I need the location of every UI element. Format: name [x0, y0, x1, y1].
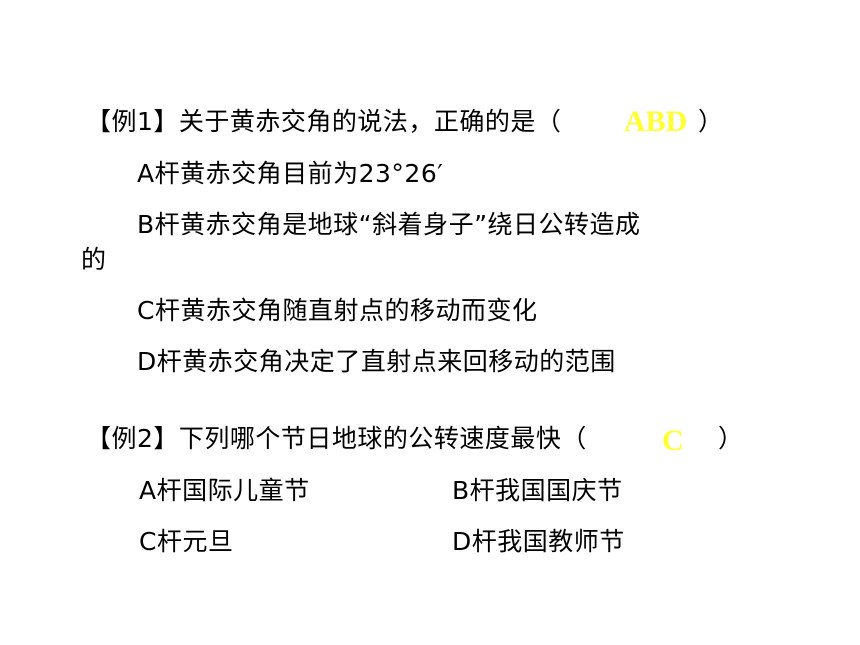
question-2-close-paren: ） [718, 424, 744, 453]
question-2-option-a: A杆国际儿童节 [139, 476, 310, 505]
question-2-option-d: D杆我国教师节 [452, 527, 625, 556]
question-1-option-b: B杆黄赤交角是地球“斜着身子”绕日公转造成 [137, 210, 641, 239]
question-1-stem: 【例1】关于黄赤交角的说法，正确的是（ [86, 107, 562, 136]
question-2-answer: C [662, 424, 684, 457]
question-1-close-paren: ） [698, 107, 724, 136]
question-1-option-d: D杆黄赤交角决定了直射点来回移动的范围 [137, 347, 616, 376]
question-1-option-b-continued: 的 [81, 245, 107, 274]
question-2-option-c: C杆元旦 [139, 527, 234, 556]
question-2-stem: 【例2】下列哪个节日地球的公转速度最快（ [86, 424, 587, 453]
question-1-answer: ABD [624, 105, 688, 138]
question-1-option-c: C杆黄赤交角随直射点的移动而变化 [137, 296, 538, 325]
question-1-option-a: A杆黄赤交角目前为23°26′ [137, 159, 444, 188]
question-2-option-b: B杆我国国庆节 [452, 476, 623, 505]
